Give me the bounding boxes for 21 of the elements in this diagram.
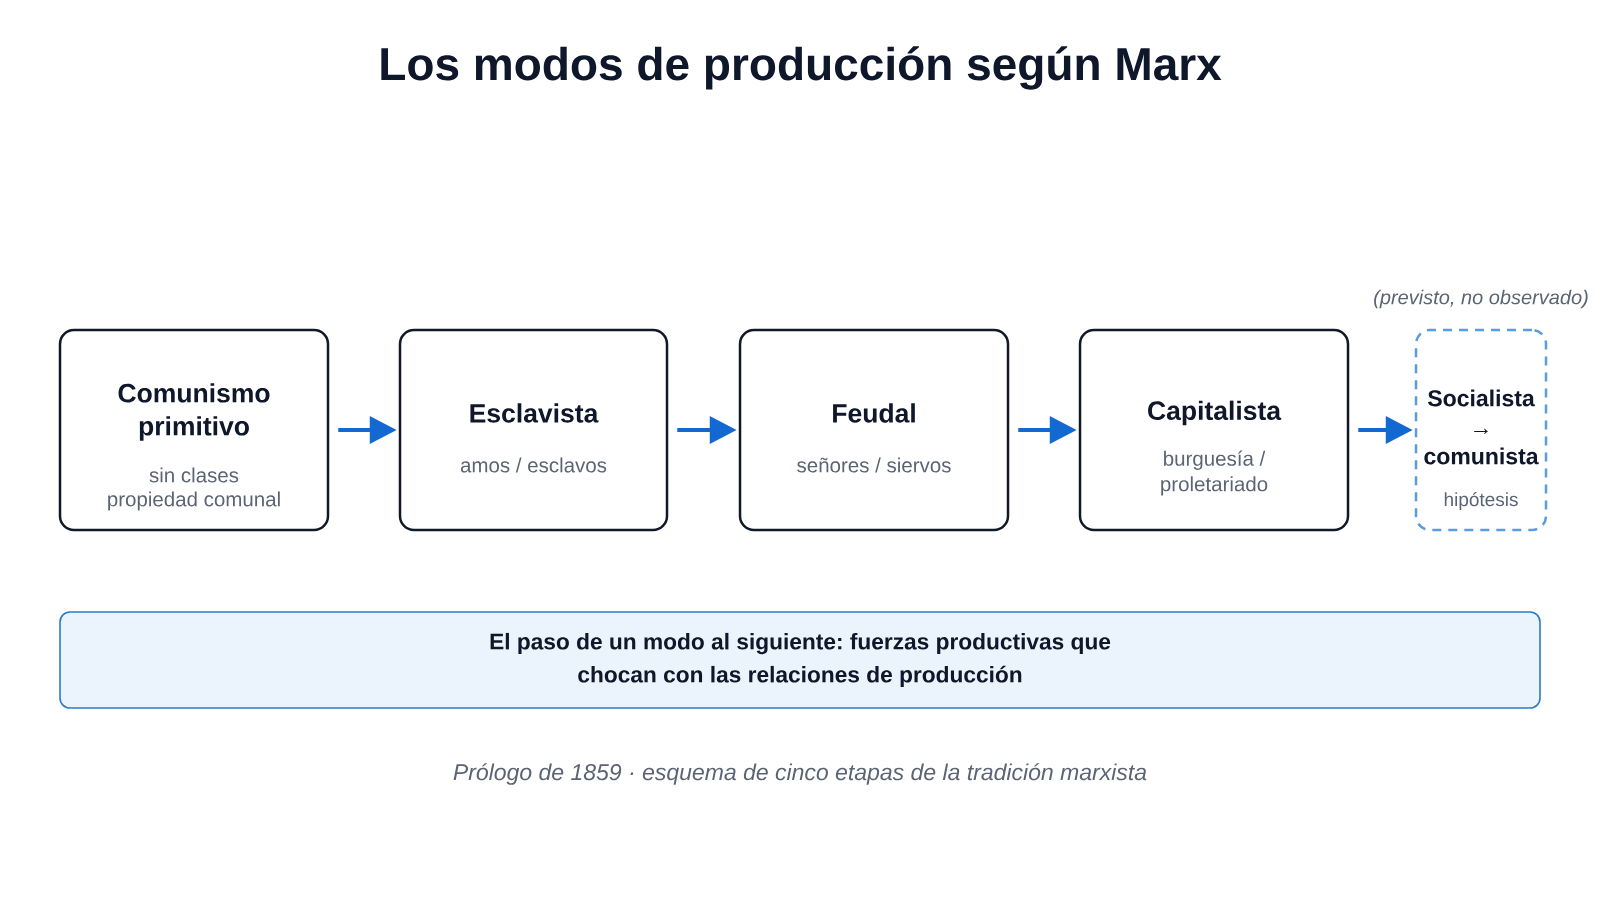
stage-title: Esclavista (470, 403, 599, 423)
diagram-title: Los modos de producción según Marx (381, 46, 1222, 90)
stage-description: hipótesis (1444, 492, 1518, 510)
stage-title: Comunismo primitivo (118, 383, 270, 441)
stage-box (1414, 328, 1548, 532)
stage-title: Capitalista (1148, 400, 1282, 426)
stage-box (398, 328, 669, 532)
stage-title: Feudal (833, 403, 915, 423)
stage-box (1078, 328, 1350, 532)
stage-box (738, 328, 1010, 532)
stage-description: sin clases (149, 467, 239, 483)
stage-title: Socialista → comunista (1424, 389, 1539, 465)
stage-description: señores / siervos (797, 457, 951, 473)
stage-description: amos / esclavos (460, 457, 607, 473)
banner-text: El paso de un modo al siguiente: fuerzas productivas que chocan con las relaciones de producción (490, 632, 1111, 688)
side-note: (previsto, no observado) (1374, 289, 1588, 309)
stage-description: propiedad comunal (108, 491, 280, 511)
caption: Prólogo de 1859 · esquema de cinco etapas de la tradición marxista (453, 763, 1147, 785)
stage-description: burguesía / proletariado (1161, 450, 1268, 496)
stage-box (58, 328, 330, 532)
note-banner (59, 611, 1541, 709)
